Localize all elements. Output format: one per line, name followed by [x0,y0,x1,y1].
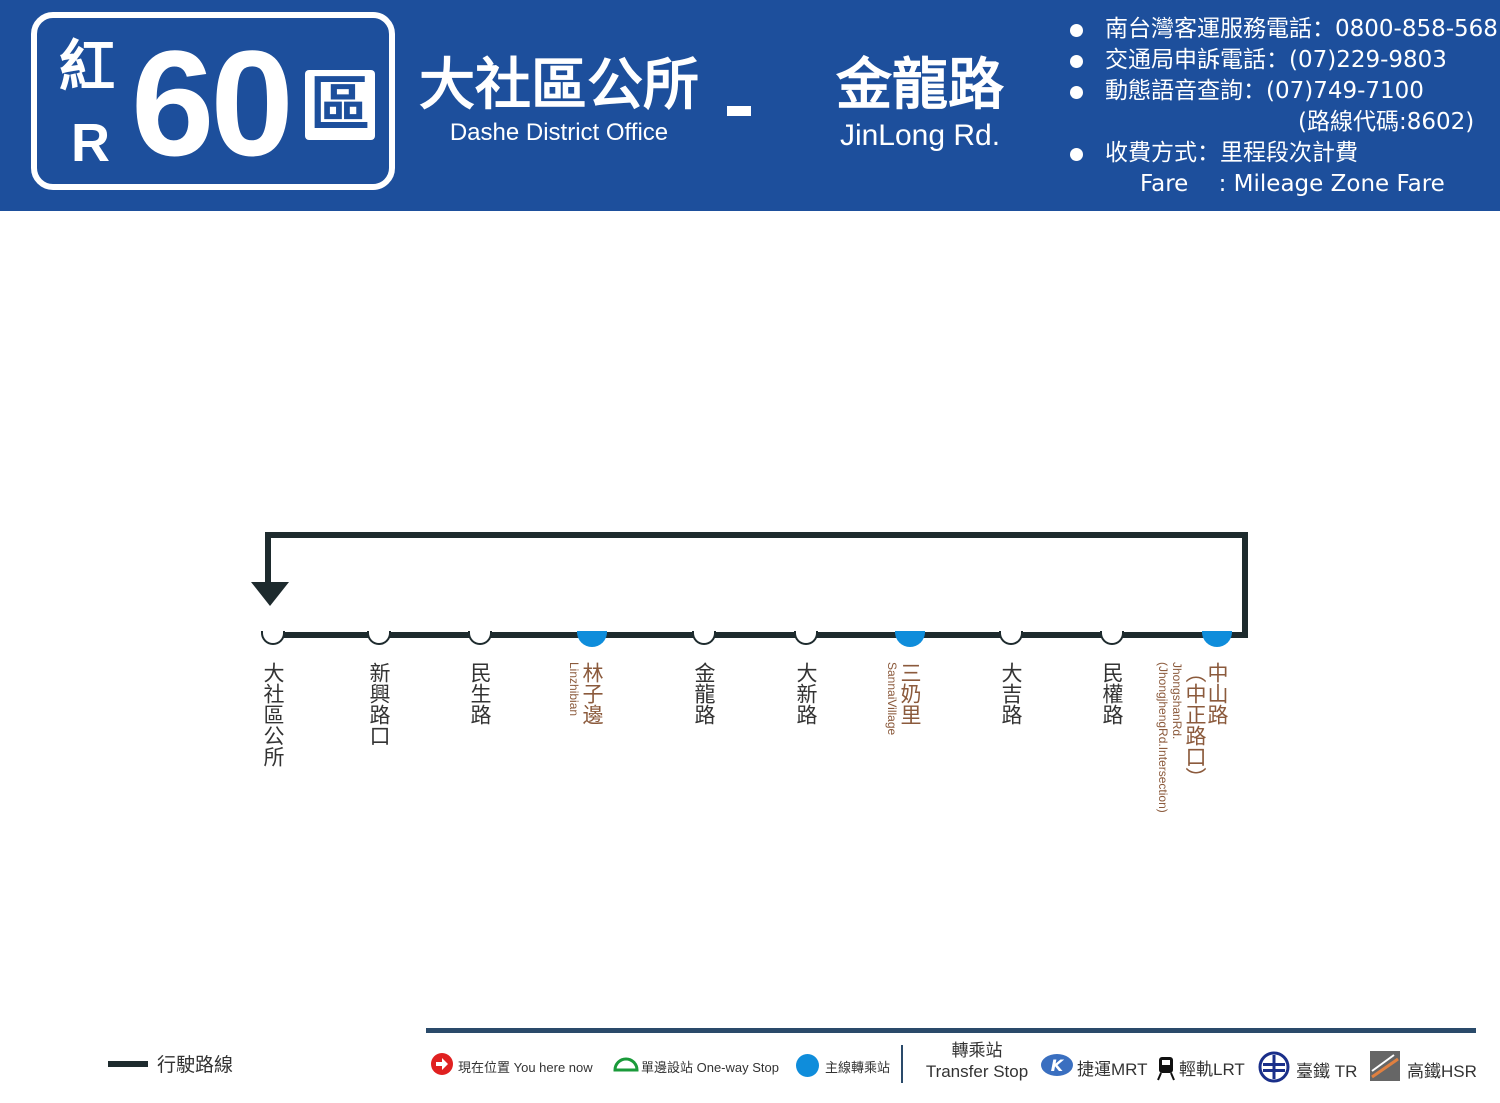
mrt-icon: K [1041,1054,1073,1076]
dest-en: JinLong Rd. [839,119,1001,153]
stop-marker [999,631,1023,645]
tr-icon [1258,1051,1290,1083]
hsr-icon [1370,1051,1400,1081]
destination: 金龍路 JinLong Rd. [800,52,1040,153]
route-suffix: 區 [305,70,375,140]
legend-tr: 臺鐵 TR [1296,1062,1358,1081]
stop-name-zh: 大吉路 [999,662,1023,725]
legend-hsr: 高鐵HSR [1407,1062,1477,1081]
dest-zh: 金龍路 [836,53,1004,118]
legend-lrt: 輕軌LRT [1179,1060,1245,1079]
bullet-icon [1070,86,1083,99]
route-arrow-shaft [265,532,271,587]
legend-divider [426,1028,1476,1033]
stop-name-zh: 中山路 [1205,662,1229,725]
stop-name-zh: 民生路 [468,662,492,725]
stop-name-zh: 大新路 [794,662,818,725]
stop-marker [367,631,391,645]
legend-mrt: 捷運MRT [1077,1060,1148,1079]
stop-name-en: SannaiVillage [885,662,899,736]
route-badge: 紅 R 60 區 [31,12,395,190]
header: 紅 R 60 區 大社區公所 Dashe District Office 金龍路… [0,0,1500,211]
lrt-icon [1157,1057,1175,1081]
stop-label: 新興路口 [367,662,391,746]
stop-marker [261,631,285,645]
stop-label: 大吉路 [999,662,1023,725]
stop-label: 民權路 [1100,662,1124,725]
stop-label: 中山路（中正路口）JhongshanRd.(JhongjhengRd.Inter… [1156,662,1229,813]
stop-name-zh: 三奶里 [898,662,922,725]
transfer-stop-marker [577,631,607,647]
legend-route-line: 行駛路線 [157,1055,234,1076]
stop-name-en: Linzhibian [567,662,581,717]
info-service-phone: 南台灣客運服務電話：0800-858-568 [1105,16,1498,42]
bullet-icon [1070,55,1083,68]
stop-marker [468,631,492,645]
info-route-code: (路線代碼:8602) [1298,109,1475,135]
route-line-legend-icon [108,1061,148,1067]
legend-one-way: 單邊設站 One-way Stop [641,1060,779,1075]
stop-name-zh2: （中正路口） [1183,662,1207,788]
legend-transfer-en: Transfer Stop [925,1062,1029,1081]
you-here-icon [431,1053,453,1075]
stop-name-zh: 新興路口 [367,662,391,746]
svg-text:K: K [1051,1056,1065,1075]
stop-label: 民生路 [468,662,492,725]
one-way-stop-icon [613,1057,639,1072]
stop-marker [794,631,818,645]
route-number: 60 [131,19,294,187]
stop-label: 大新路 [794,662,818,725]
legend-separator [901,1045,903,1083]
stop-name-zh: 林子邊 [580,662,604,725]
route-prefix: 紅 [59,35,115,100]
separator-dash [727,106,751,116]
main-transfer-icon [796,1054,819,1077]
direction-arrow-icon [251,582,289,606]
stop-name-en: JhongshanRd. [1170,662,1184,740]
origin: 大社區公所 Dashe District Office [414,52,704,147]
info-panel: 南台灣客運服務電話：0800-858-568 交通局申訴電話：(07)229-9… [1068,14,1498,200]
legend-transfer: 轉乘站 Transfer Stop [925,1040,1029,1082]
legend-main-transfer: 主線轉乘站 [825,1060,891,1075]
transfer-stop-marker [895,631,925,647]
stop-marker [692,631,716,645]
legend-you-here: 現在位置 You here now [458,1060,593,1075]
bullet-icon [1070,148,1083,161]
info-fare-en: Fare : Mileage Zone Fare [1140,171,1445,197]
origin-en: Dashe District Office [449,119,669,147]
stop-name-zh: 金龍路 [692,662,716,725]
origin-zh: 大社區公所 [419,53,699,118]
stop-marker [1100,631,1124,645]
bullet-icon [1070,24,1083,37]
stop-label: 大社區公所 [261,662,285,767]
transfer-stop-marker [1202,631,1232,647]
legend-transfer-zh: 轉乘站 [951,1041,1003,1060]
info-complaint-phone: 交通局申訴電話：(07)229-9803 [1105,47,1447,73]
route-letter: R [71,113,110,173]
stop-label: 金龍路 [692,662,716,725]
stop-name-en2: (JhongjhengRd.Intersection) [1156,662,1170,813]
stop-name-zh: 民權路 [1100,662,1124,725]
info-voice-query: 動態語音查詢：(07)749-7100 [1105,78,1424,104]
route-line [265,532,1248,638]
stop-name-zh: 大社區公所 [261,662,285,767]
info-fare-zh: 收費方式：里程段次計費 [1105,140,1358,166]
